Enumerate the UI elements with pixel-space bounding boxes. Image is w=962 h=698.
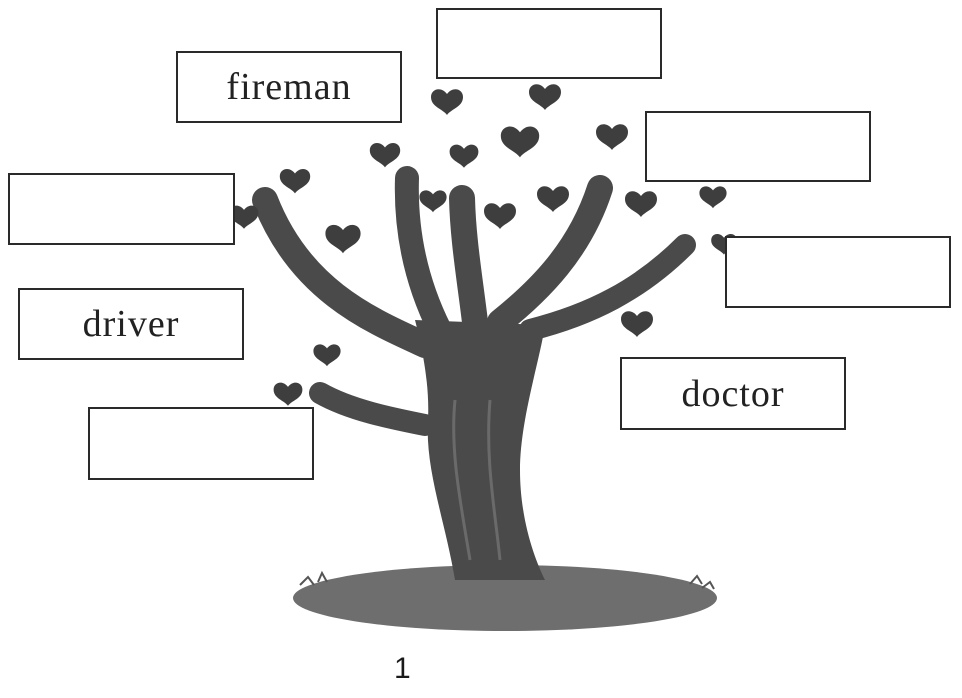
word-box-fireman[interactable]: fireman (176, 51, 402, 123)
word-box-doctor[interactable]: doctor (620, 357, 846, 430)
word-box-top-right[interactable] (645, 111, 871, 182)
tree-branches (252, 166, 696, 436)
word-box-top-center[interactable] (436, 8, 662, 79)
word-box-driver[interactable]: driver (18, 288, 244, 360)
page-number: 1 (394, 652, 411, 685)
ground-patch (293, 565, 717, 631)
word-box-left-upper[interactable] (8, 173, 235, 245)
word-box-left-lower[interactable] (88, 407, 314, 480)
word-box-right-middle[interactable] (725, 236, 951, 308)
trunk-texture (452, 399, 502, 561)
tree-trunk (415, 320, 545, 580)
